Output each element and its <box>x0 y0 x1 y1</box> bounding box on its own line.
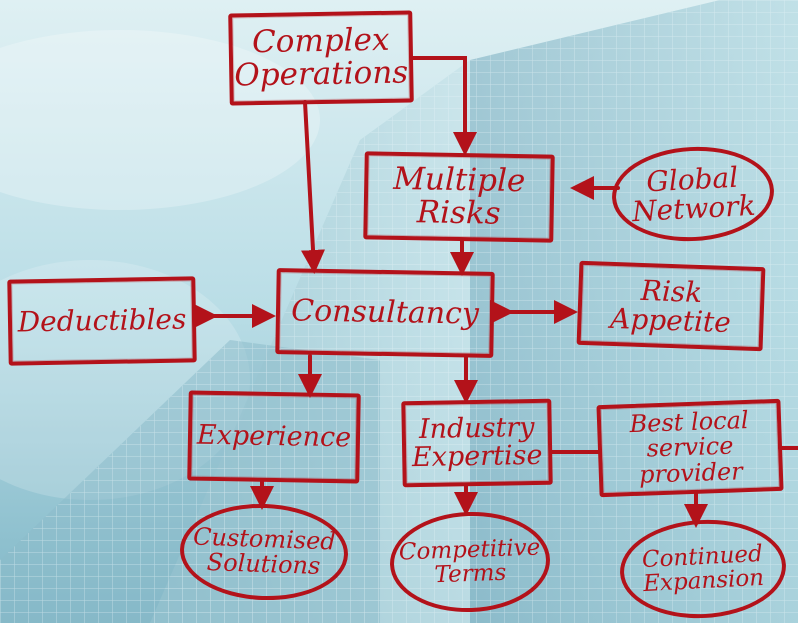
node-label: Appetite <box>609 301 732 340</box>
node-label: Risks <box>416 194 501 232</box>
node-label: provider <box>638 456 744 489</box>
node-label: Expansion <box>642 564 765 598</box>
node-label: Network <box>631 188 757 229</box>
node-experience: Experience <box>187 390 361 484</box>
node-label: Terms <box>434 559 507 589</box>
node-consultancy: Consultancy <box>275 268 495 358</box>
node-label: Expertise <box>411 439 543 474</box>
node-industry-expertise: Industry Expertise <box>401 398 553 488</box>
node-multiple-risks: Multiple Risks <box>363 151 555 243</box>
node-risk-appetite: Risk Appetite <box>576 260 766 352</box>
node-label: Solutions <box>206 548 321 580</box>
node-complex-operations: Complex Operations <box>228 10 414 106</box>
edge-complex-to-risks <box>410 56 477 156</box>
node-label: Complex <box>251 22 390 61</box>
node-label: Consultancy <box>290 293 480 332</box>
node-label: Experience <box>196 419 352 454</box>
node-label: Multiple <box>392 161 526 200</box>
edge-complex-to-consultancy <box>301 100 326 274</box>
node-deductibles: Deductibles <box>7 276 197 366</box>
node-label: Operations <box>234 54 409 94</box>
node-label: Deductibles <box>17 302 187 339</box>
node-best-local-service-provider: Best local service provider <box>596 398 784 498</box>
